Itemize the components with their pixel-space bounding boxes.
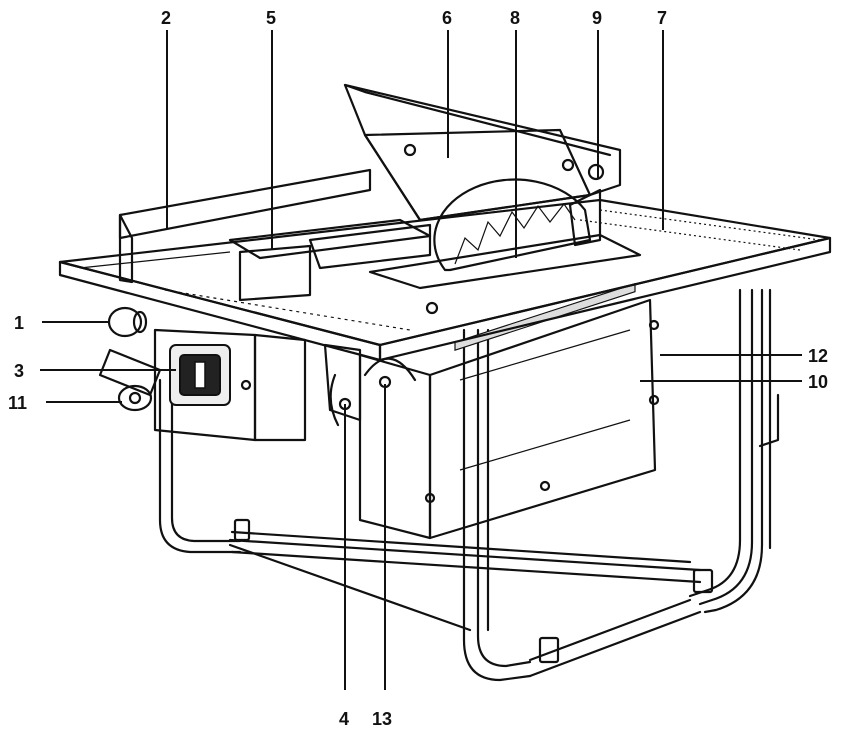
callout-5: 5 bbox=[266, 8, 276, 28]
saw-blade bbox=[433, 178, 592, 272]
callout-12: 12 bbox=[808, 346, 828, 366]
callout-9: 9 bbox=[592, 8, 602, 28]
callout-8: 8 bbox=[510, 8, 520, 28]
locking-knob bbox=[107, 306, 148, 338]
rip-fence bbox=[118, 168, 372, 284]
extension-handle bbox=[98, 348, 162, 412]
callout-6: 6 bbox=[442, 8, 452, 28]
table-top bbox=[58, 198, 832, 362]
leader-lines bbox=[40, 30, 802, 690]
motor-housing bbox=[358, 282, 660, 540]
callout-13: 13 bbox=[372, 709, 392, 729]
switch-box bbox=[153, 328, 307, 442]
callouts: 1 2 3 4 5 6 7 8 9 10 11 12 13 bbox=[8, 8, 828, 729]
callout-3: 3 bbox=[14, 361, 24, 381]
tubular-stand bbox=[158, 288, 780, 682]
callout-4: 4 bbox=[339, 709, 349, 729]
mitre-gauge bbox=[228, 218, 432, 302]
callout-7: 7 bbox=[657, 8, 667, 28]
callout-11: 11 bbox=[8, 393, 27, 413]
callout-1: 1 bbox=[14, 313, 24, 333]
blade-guard bbox=[343, 83, 622, 222]
callout-2: 2 bbox=[161, 8, 171, 28]
callout-10: 10 bbox=[808, 372, 828, 392]
